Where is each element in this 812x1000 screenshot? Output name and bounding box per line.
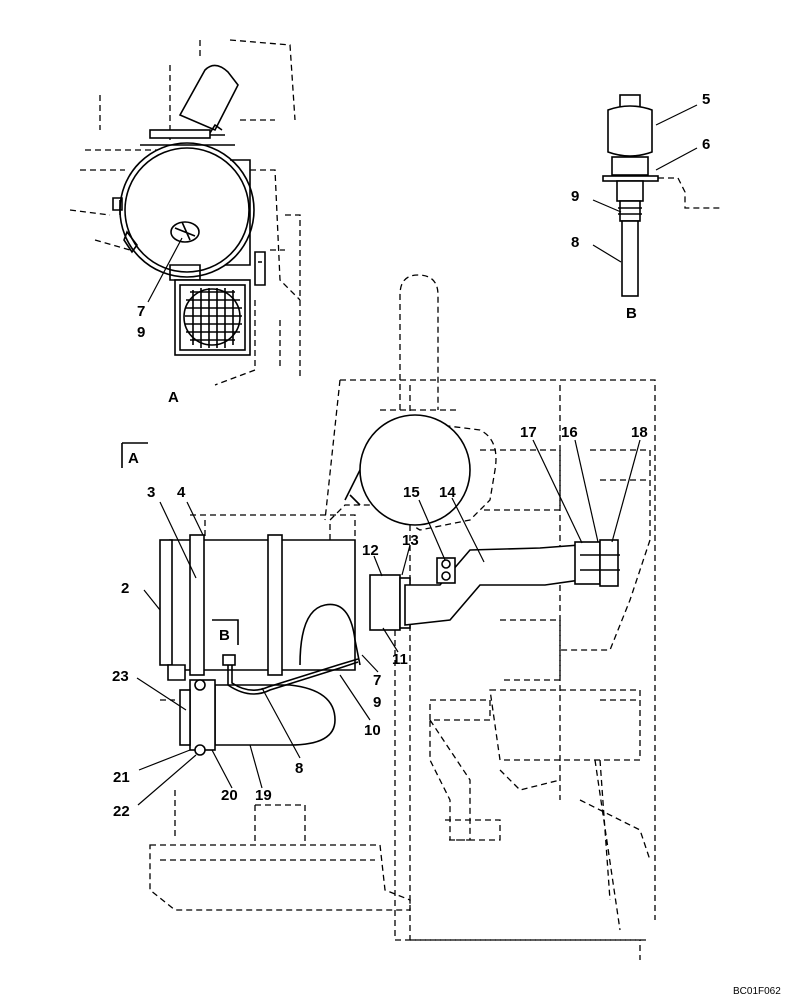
callout-15: 15 <box>403 484 420 501</box>
callout-4: 4 <box>177 484 186 501</box>
callout-17: 17 <box>520 424 537 441</box>
callout-8-view-b: 8 <box>571 234 579 251</box>
callout-23: 23 <box>112 668 129 685</box>
callout-9-view-b: 9 <box>571 188 579 205</box>
view-b-label: B <box>626 305 637 322</box>
callout-9: 9 <box>373 694 381 711</box>
callout-22: 22 <box>113 803 130 820</box>
view-b-marker-label: B <box>219 627 230 644</box>
callout-21: 21 <box>113 769 130 786</box>
callout-8: 8 <box>295 760 303 777</box>
callout-11: 11 <box>392 651 408 668</box>
callout-7-view-a: 7 <box>137 303 145 320</box>
callout-20: 20 <box>221 787 238 804</box>
callout-2: 2 <box>121 580 129 597</box>
callout-9-view-a: 9 <box>137 324 145 341</box>
callout-16: 16 <box>561 424 578 441</box>
callout-6: 6 <box>702 136 710 153</box>
callout-14: 14 <box>439 484 456 501</box>
callout-3: 3 <box>147 484 155 501</box>
view-a-label: A <box>168 389 179 406</box>
callout-5: 5 <box>702 91 710 108</box>
callout-7: 7 <box>373 672 381 689</box>
view-b-detail <box>592 94 720 297</box>
view-a-marker-label: A <box>128 450 139 467</box>
callout-19: 19 <box>255 787 272 804</box>
callout-10: 10 <box>364 722 381 739</box>
callout-12: 12 <box>362 542 379 559</box>
view-a-detail <box>69 39 301 386</box>
callout-13: 13 <box>402 532 419 549</box>
callout-18: 18 <box>631 424 648 441</box>
main-assembly <box>121 274 656 960</box>
drawing-code: BC01F062 <box>733 986 781 997</box>
